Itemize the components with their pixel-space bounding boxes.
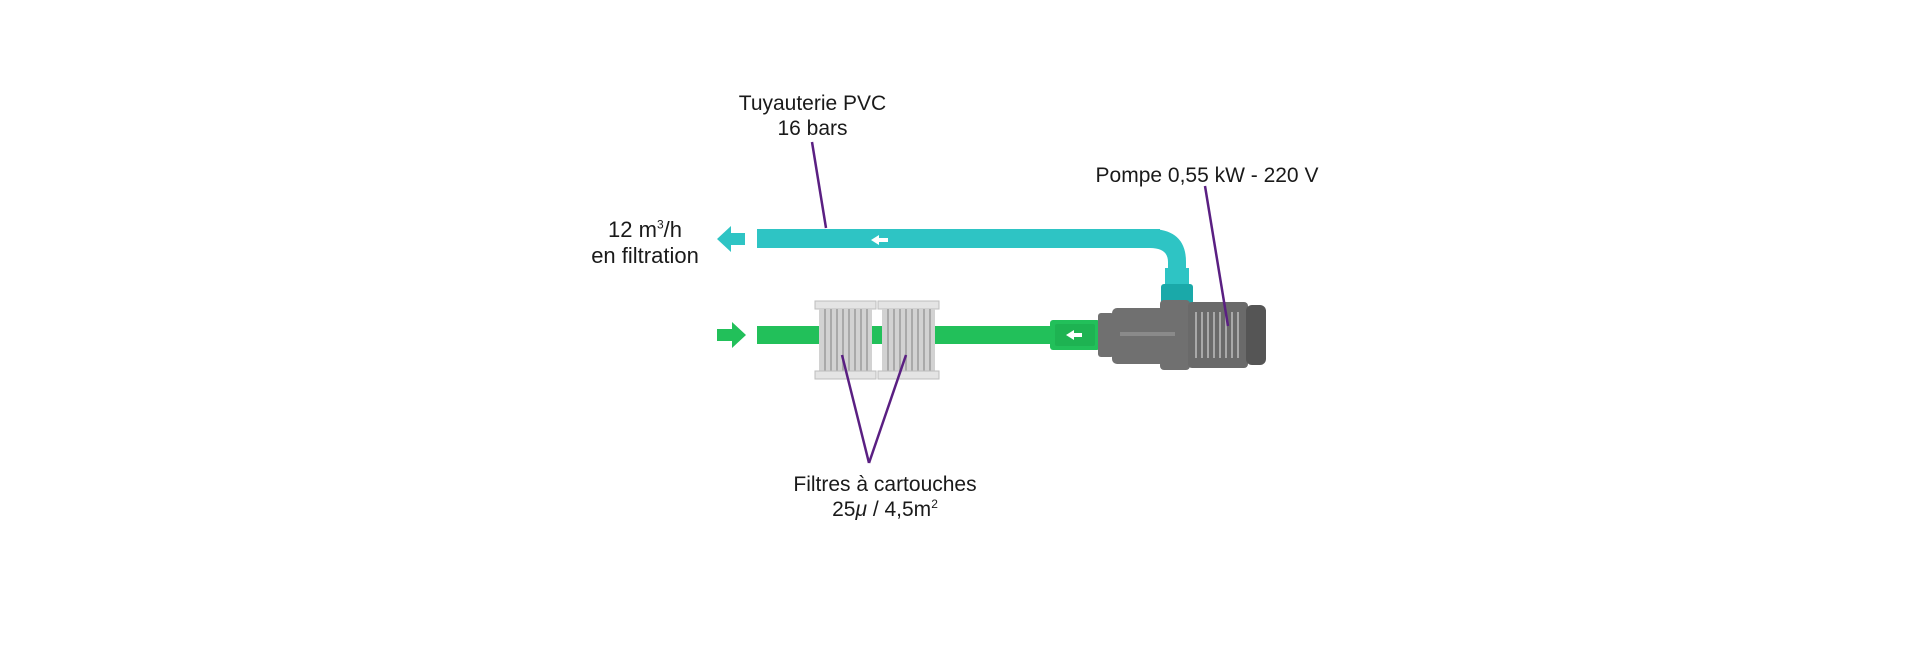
filter-leader-line bbox=[840, 354, 871, 464]
pipe-label: Tuyauterie PVC 16 bars bbox=[730, 91, 895, 141]
pump bbox=[1098, 300, 1266, 370]
flow-rate-label: 12 m3/h en filtration bbox=[580, 217, 710, 269]
pump-label-line1: Pompe 0,55 kW - 220 V bbox=[1095, 164, 1319, 187]
cartridge-filter bbox=[814, 300, 877, 380]
filter-leader-line bbox=[867, 354, 908, 464]
pump-label: Pompe 0,55 kW - 220 V bbox=[1072, 163, 1342, 188]
flow-rate-line2: en filtration bbox=[591, 243, 699, 268]
cartridge-filter bbox=[877, 300, 940, 380]
pipe-label-line2: 16 bars bbox=[777, 117, 848, 140]
inflow-arrow-icon bbox=[717, 322, 746, 348]
return-pipe-horizontal bbox=[757, 229, 1160, 248]
flow-direction-arrow-icon bbox=[871, 235, 888, 245]
pipe-leader-line bbox=[810, 141, 828, 229]
flow-rate-line1: 12 m3/h bbox=[608, 217, 682, 242]
filters-label-line2: 25μ / 4,5m2 bbox=[832, 497, 938, 521]
filters-label: Filtres à cartouches 25μ / 4,5m2 bbox=[770, 472, 1000, 522]
pipe-label-line1: Tuyauterie PVC bbox=[738, 92, 887, 115]
filters-label-line1: Filtres à cartouches bbox=[793, 473, 977, 496]
pump-motor-cap bbox=[1246, 305, 1266, 365]
outflow-arrow-icon bbox=[717, 226, 745, 252]
return-pipe bbox=[757, 229, 1193, 316]
flow-direction-arrow-icon bbox=[1066, 330, 1082, 340]
pump-leader-line bbox=[1203, 185, 1230, 327]
pump-inlet-flange bbox=[1098, 313, 1114, 357]
